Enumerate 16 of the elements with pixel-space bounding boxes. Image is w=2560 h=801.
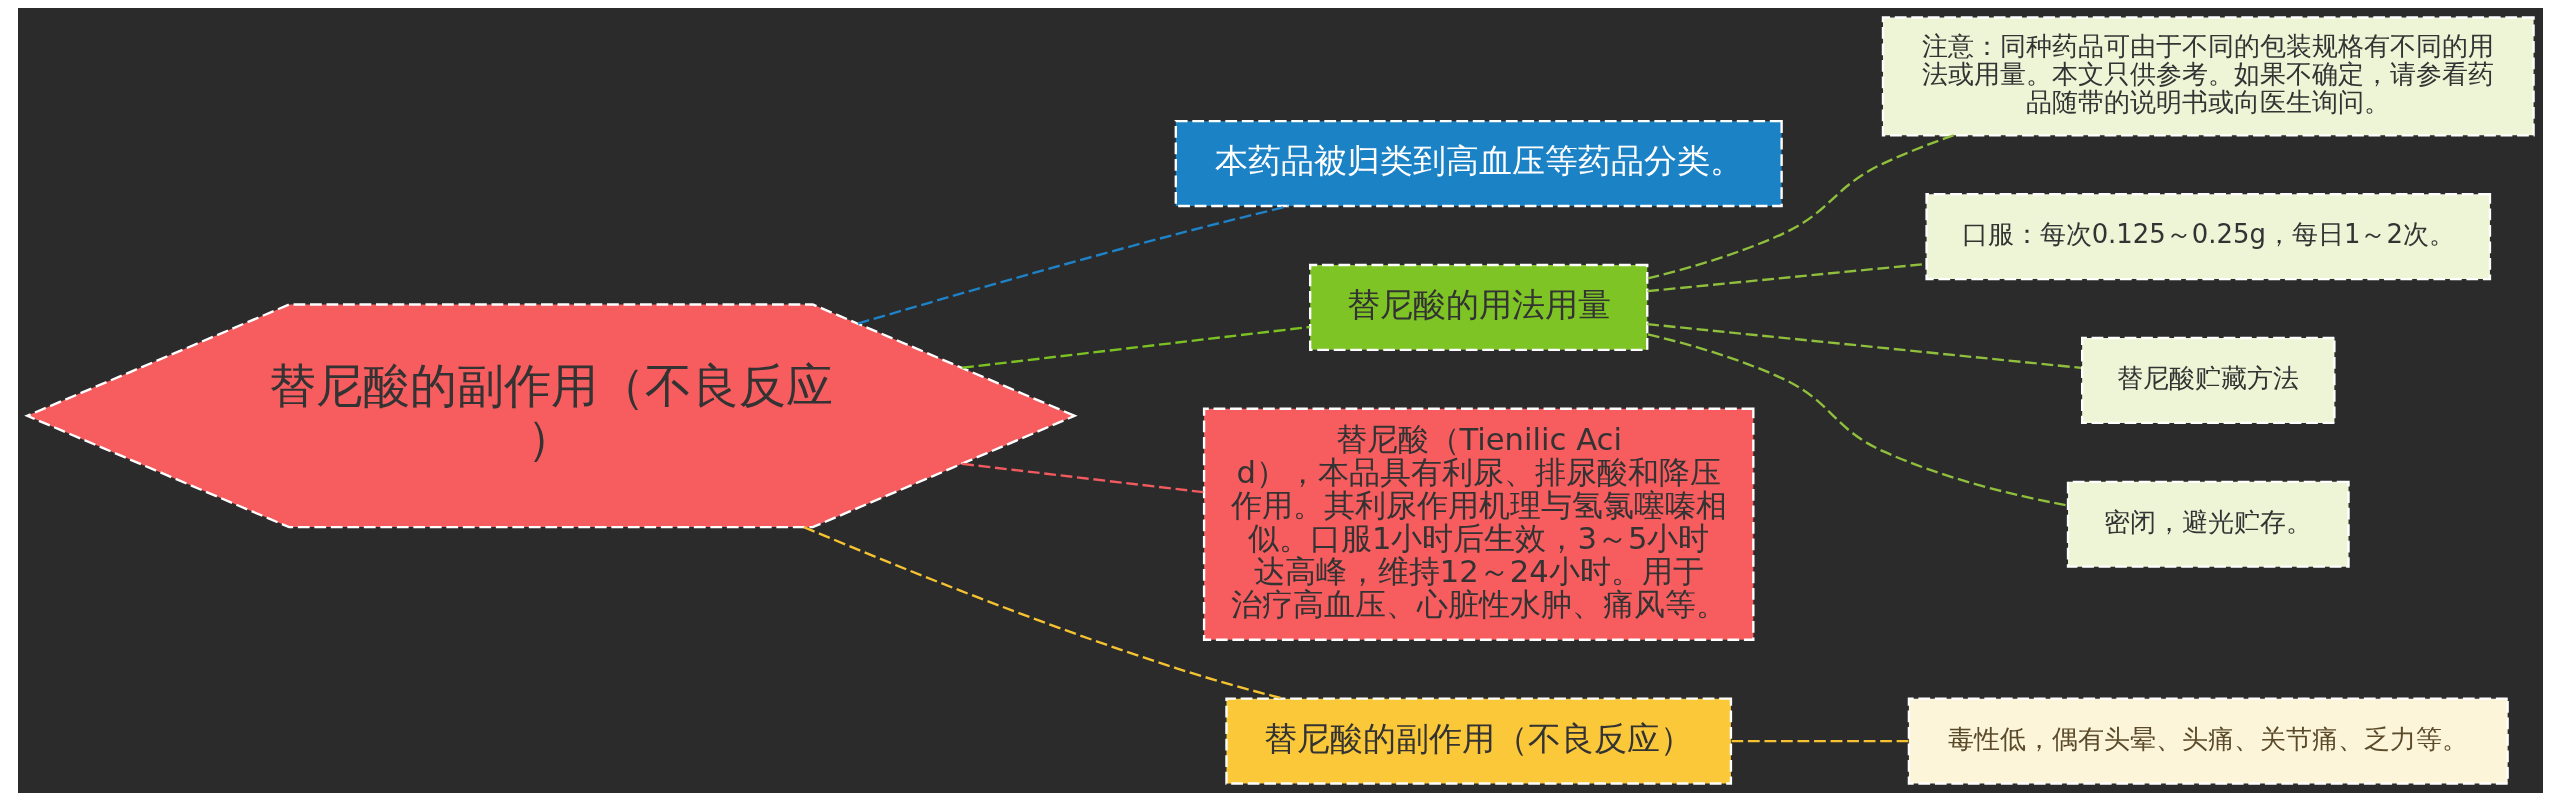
connector bbox=[1647, 333, 2068, 507]
connector bbox=[961, 325, 1310, 369]
node-box: 替尼酸的副作用（不良反应） bbox=[1224, 697, 1732, 785]
node-box: 毒性低，偶有头晕、头痛、关节痛、乏力等。 bbox=[1907, 697, 2509, 785]
connector bbox=[1646, 134, 1954, 280]
node-box: 替尼酸贮藏方法 bbox=[2080, 336, 2336, 425]
node-box: 口服：每次0.125～0.25g，每日1～2次。 bbox=[1924, 193, 2491, 281]
connector bbox=[1646, 322, 2081, 370]
node-box: 密闭，避光贮存。 bbox=[2066, 480, 2350, 568]
connector bbox=[1731, 739, 1909, 743]
connector bbox=[961, 462, 1204, 494]
node-box: 替尼酸的用法用量 bbox=[1308, 263, 1648, 351]
node-box: 本药品被归类到高血压等药品分类。 bbox=[1174, 120, 1783, 208]
node-box: 替尼酸（Tienilic Acid），本品具有利尿、排尿酸和降压作用。其利尿作用机理与氢氯噻嗪相似。口服1小时后生效，3～5小时达高峰，维持12～24小时。用于治疗高血压、心脏性水肿、痛风等。 bbox=[1202, 407, 1754, 641]
node-box: 注意：同种药品可由于不同的包装规格有不同的用法或用量。本文只供参考。如果不确定，请参看药品随带的说明书或向医生询问。 bbox=[1881, 16, 2535, 137]
connector bbox=[802, 526, 1283, 700]
